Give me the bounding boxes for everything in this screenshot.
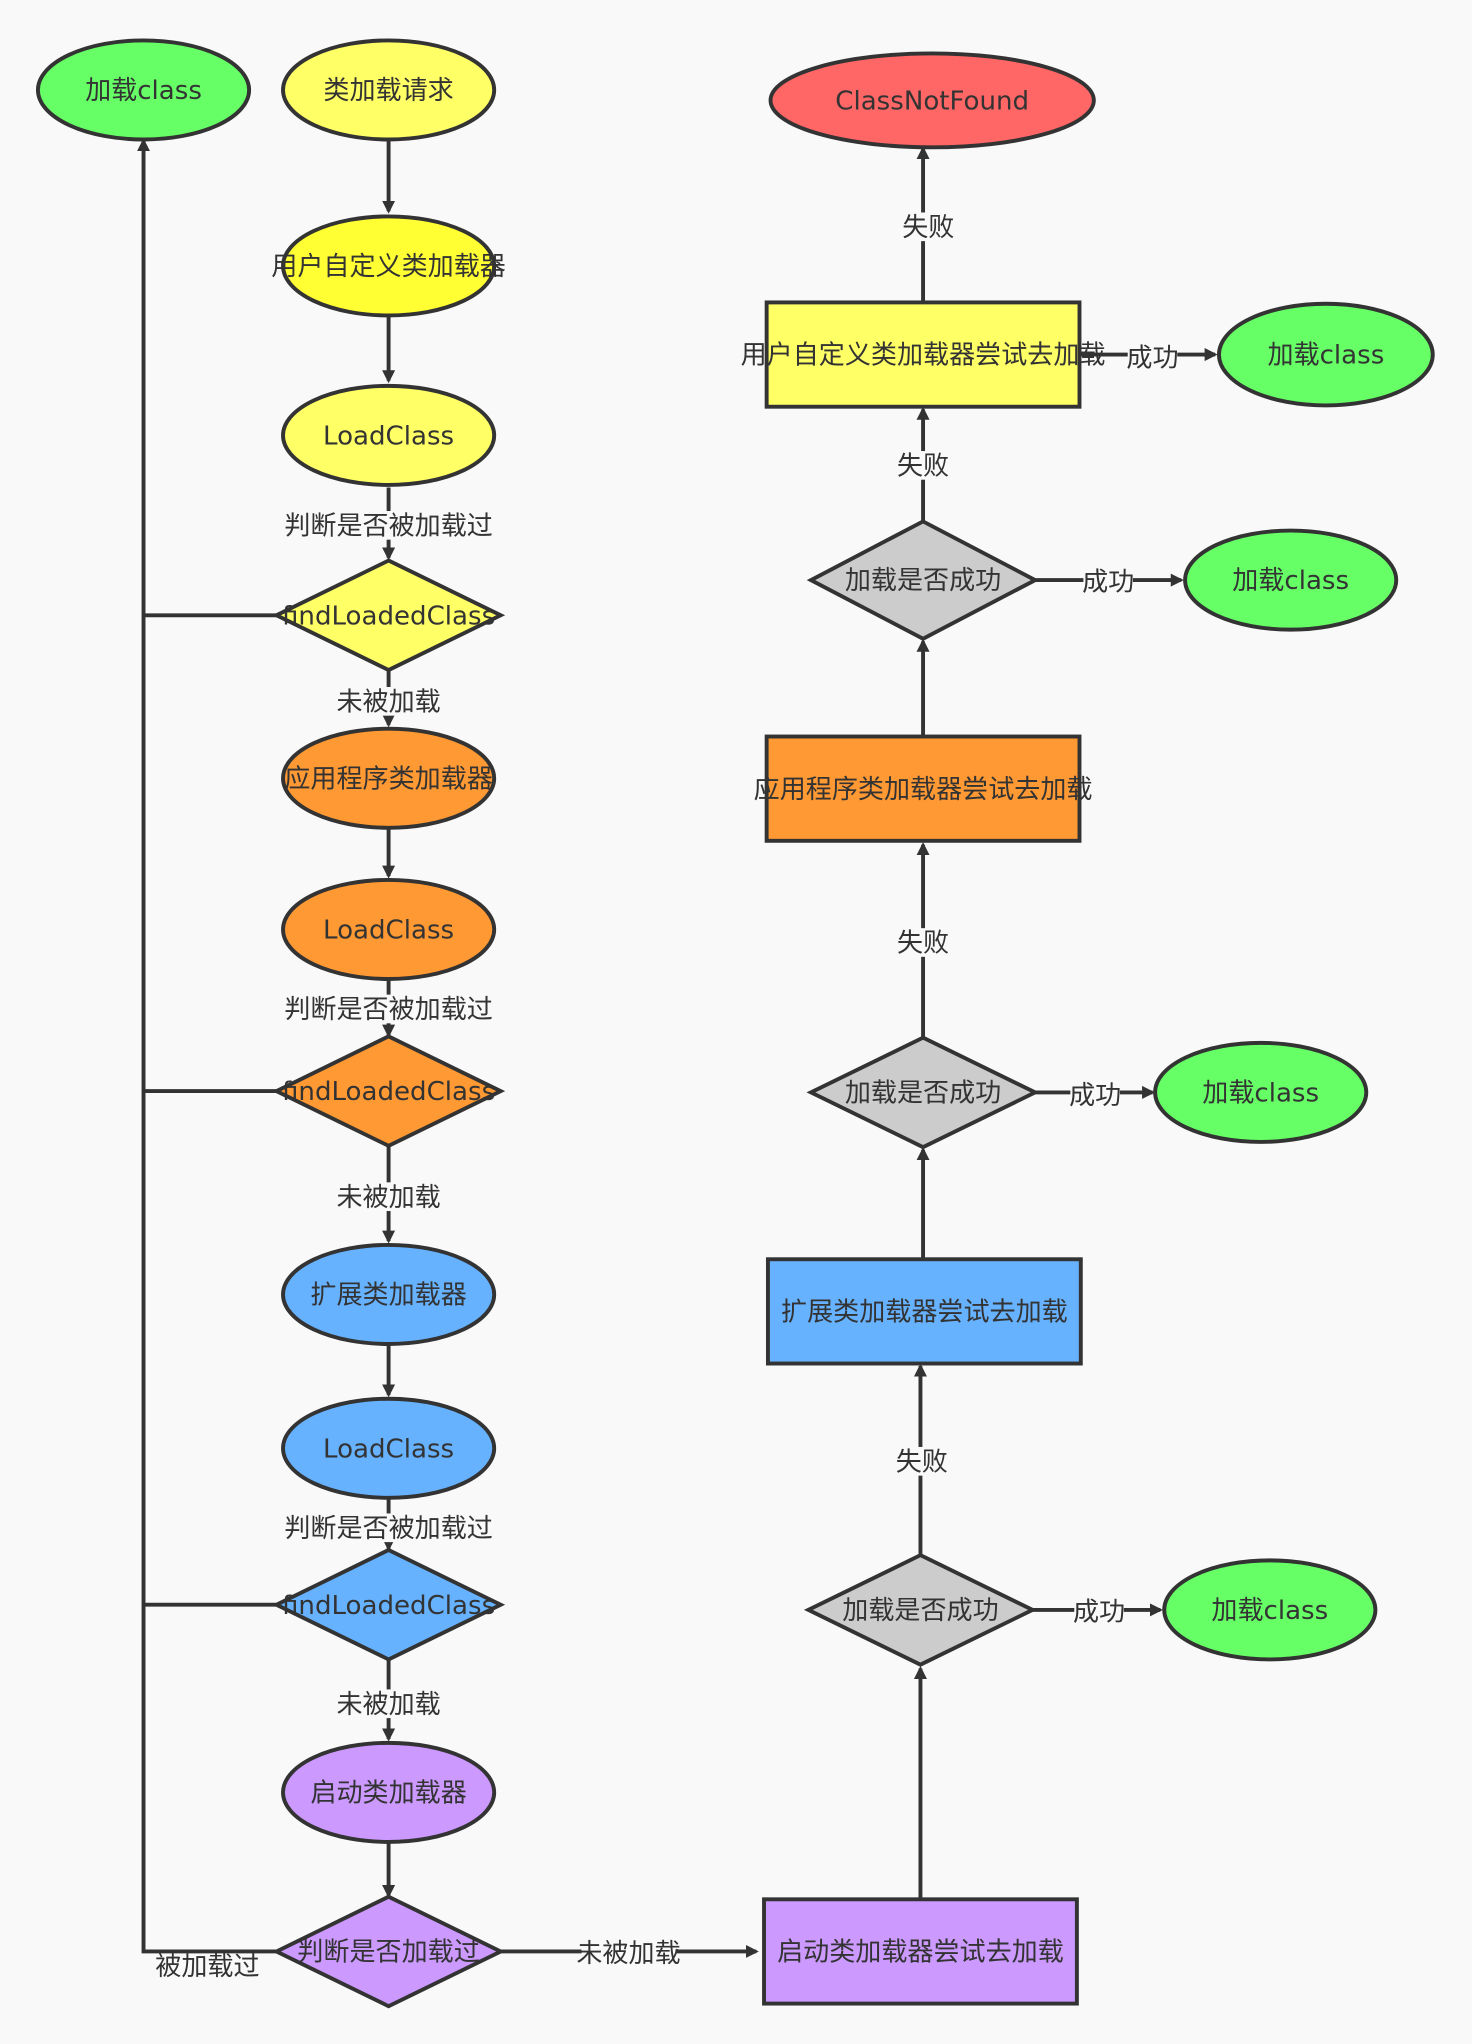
svg-text:用户自定义类加载器: 用户自定义类加载器 — [271, 252, 506, 282]
svg-text:启动类加载器尝试去加载: 启动类加载器尝试去加载 — [777, 1938, 1064, 1968]
node-user-loader: 用户自定义类加载器 — [271, 214, 506, 318]
svg-text:扩展类加载器尝试去加载: 扩展类加载器尝试去加载 — [781, 1298, 1068, 1328]
svg-text:LoadClass: LoadClass — [323, 1434, 454, 1464]
svg-text:启动类加载器: 启动类加载器 — [310, 1779, 466, 1809]
svg-text:ClassNotFound: ClassNotFound — [835, 87, 1029, 117]
svg-text:LoadClass: LoadClass — [323, 916, 454, 946]
node-loadclass-2: LoadClass — [281, 877, 497, 981]
svg-text:判断是否加载过: 判断是否加载过 — [297, 1938, 479, 1968]
node-not-found: ClassNotFound — [768, 51, 1096, 150]
node-app-try: 应用程序类加载器尝试去加载 — [754, 734, 1093, 843]
node-app-loader: 应用程序类加载器 — [281, 726, 497, 830]
edge-check-to-loaded-class — [137, 138, 277, 1954]
edge-label-not-loaded-boot: 未被加载 — [576, 1939, 680, 1969]
svg-text:用户自定义类加载器尝试去加载: 用户自定义类加载器尝试去加载 — [741, 341, 1106, 371]
edge-label-fail-user-q: 失败 — [897, 452, 949, 482]
node-check-loaded: 判断是否加载过 — [272, 1894, 506, 2009]
node-find-3: findLoadedClass — [272, 1547, 506, 1662]
svg-text:应用程序类加载器: 应用程序类加载器 — [284, 764, 492, 794]
svg-text:加载class: 加载class — [85, 76, 202, 106]
node-loaded-app: 加载class — [1183, 528, 1399, 632]
node-user-try: 用户自定义类加载器尝试去加载 — [741, 300, 1106, 409]
edge-label-not-loaded-2: 未被加载 — [336, 1183, 440, 1213]
nodes: 加载class 类加载请求 用户自定义类加载器 LoadClass findLo… — [35, 38, 1435, 2009]
svg-text:findLoadedClass: findLoadedClass — [282, 601, 495, 631]
edge-label-judge-1: 判断是否被加载过 — [284, 511, 492, 541]
svg-text:加载class: 加载class — [1211, 1596, 1328, 1626]
edge-label-success-boot: 成功 — [1073, 1597, 1125, 1627]
node-success-q-1: 加载是否成功 — [803, 1552, 1038, 1667]
node-success-q-2: 加载是否成功 — [806, 1035, 1040, 1150]
node-loaded-boot: 加载class — [1162, 1558, 1378, 1662]
node-loaded-class-topleft: 加载class — [35, 38, 252, 142]
edge-label-fail-boot: 失败 — [896, 1447, 948, 1477]
edge-label-fail-ext: 失败 — [897, 929, 949, 959]
edge-label-success-app: 成功 — [1082, 568, 1134, 598]
svg-text:类加载请求: 类加载请求 — [323, 76, 453, 106]
edge-label-not-loaded-3: 未被加载 — [336, 1690, 440, 1720]
edge-label-not-loaded-1: 未被加载 — [336, 687, 440, 717]
node-boot-loader: 启动类加载器 — [281, 1740, 497, 1844]
svg-text:加载是否成功: 加载是否成功 — [845, 1079, 1001, 1109]
svg-text:LoadClass: LoadClass — [323, 422, 454, 452]
svg-text:加载class: 加载class — [1267, 341, 1384, 371]
node-boot-try: 启动类加载器尝试去加载 — [762, 1897, 1079, 2006]
svg-text:findLoadedClass: findLoadedClass — [282, 1591, 495, 1621]
node-success-q-3: 加载是否成功 — [806, 519, 1040, 641]
svg-text:加载class: 加载class — [1232, 566, 1349, 596]
node-ext-try: 扩展类加载器尝试去加载 — [765, 1257, 1083, 1366]
node-find-2: findLoadedClass — [272, 1034, 506, 1149]
svg-text:应用程序类加载器尝试去加载: 应用程序类加载器尝试去加载 — [754, 775, 1093, 805]
edge-label-judge-2: 判断是否被加载过 — [284, 995, 492, 1025]
svg-text:加载是否成功: 加载是否成功 — [845, 566, 1001, 596]
node-loadclass-1: LoadClass — [281, 383, 497, 487]
edge-label-success-user: 成功 — [1126, 343, 1178, 373]
edge-labels: 判断是否被加载过 未被加载 判断是否被加载过 未被加载 判断是否被加载过 未被加… — [155, 212, 1179, 1982]
node-loadclass-3: LoadClass — [281, 1396, 497, 1500]
node-find-1: findLoadedClass — [272, 558, 506, 673]
edge-label-judge-3: 判断是否被加载过 — [284, 1514, 492, 1544]
svg-text:扩展类加载器: 扩展类加载器 — [310, 1281, 466, 1311]
svg-text:findLoadedClass: findLoadedClass — [282, 1077, 495, 1107]
edge-label-success-ext: 成功 — [1069, 1081, 1121, 1111]
edge-label-fail-user: 失败 — [902, 213, 954, 243]
svg-text:加载是否成功: 加载是否成功 — [842, 1596, 998, 1626]
node-request: 类加载请求 — [281, 38, 497, 142]
edge-label-was-loaded: 被加载过 — [155, 1952, 259, 1982]
node-loaded-user: 加载class — [1217, 301, 1435, 408]
svg-text:加载class: 加载class — [1202, 1079, 1319, 1109]
node-loaded-ext: 加载class — [1153, 1040, 1369, 1144]
node-ext-loader: 扩展类加载器 — [281, 1242, 497, 1346]
